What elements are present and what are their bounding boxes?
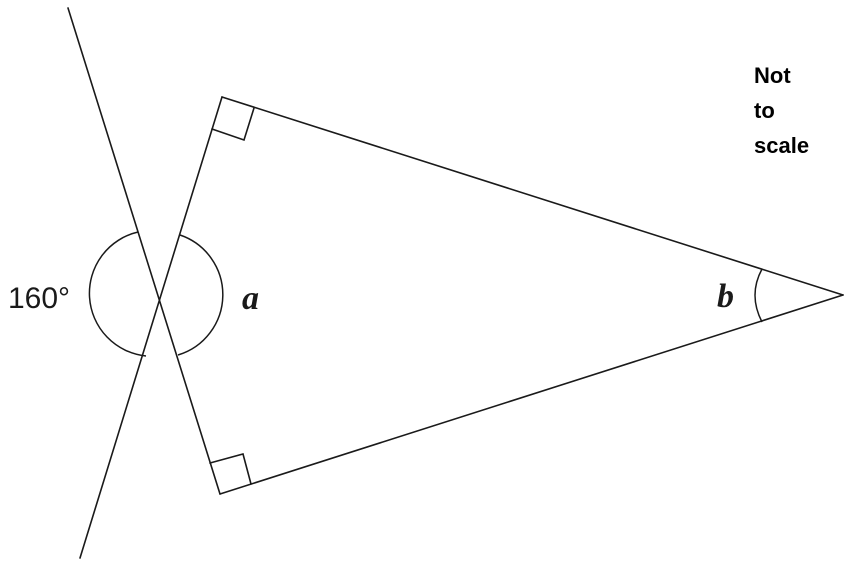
not-to-scale-note: Not to scale xyxy=(754,58,809,163)
kite-upper-side xyxy=(221,96,844,296)
note-line-not: Not xyxy=(754,63,791,88)
right-angle-marker-bottom xyxy=(209,453,252,485)
note-line-to: to xyxy=(754,98,775,123)
note-line-scale: scale xyxy=(754,133,810,158)
angle-label-a: a xyxy=(242,280,259,317)
angle-arc-a xyxy=(177,234,224,356)
angle-arc-b xyxy=(754,268,763,323)
angle-label-160: 160° xyxy=(8,282,70,315)
crossing-line-2 xyxy=(79,96,223,559)
right-angle-marker-top xyxy=(211,107,255,142)
angle-arc-160 xyxy=(88,231,147,357)
angle-label-b: b xyxy=(717,278,734,315)
kite-lower-side xyxy=(219,294,844,495)
crossing-line-1 xyxy=(67,7,221,495)
